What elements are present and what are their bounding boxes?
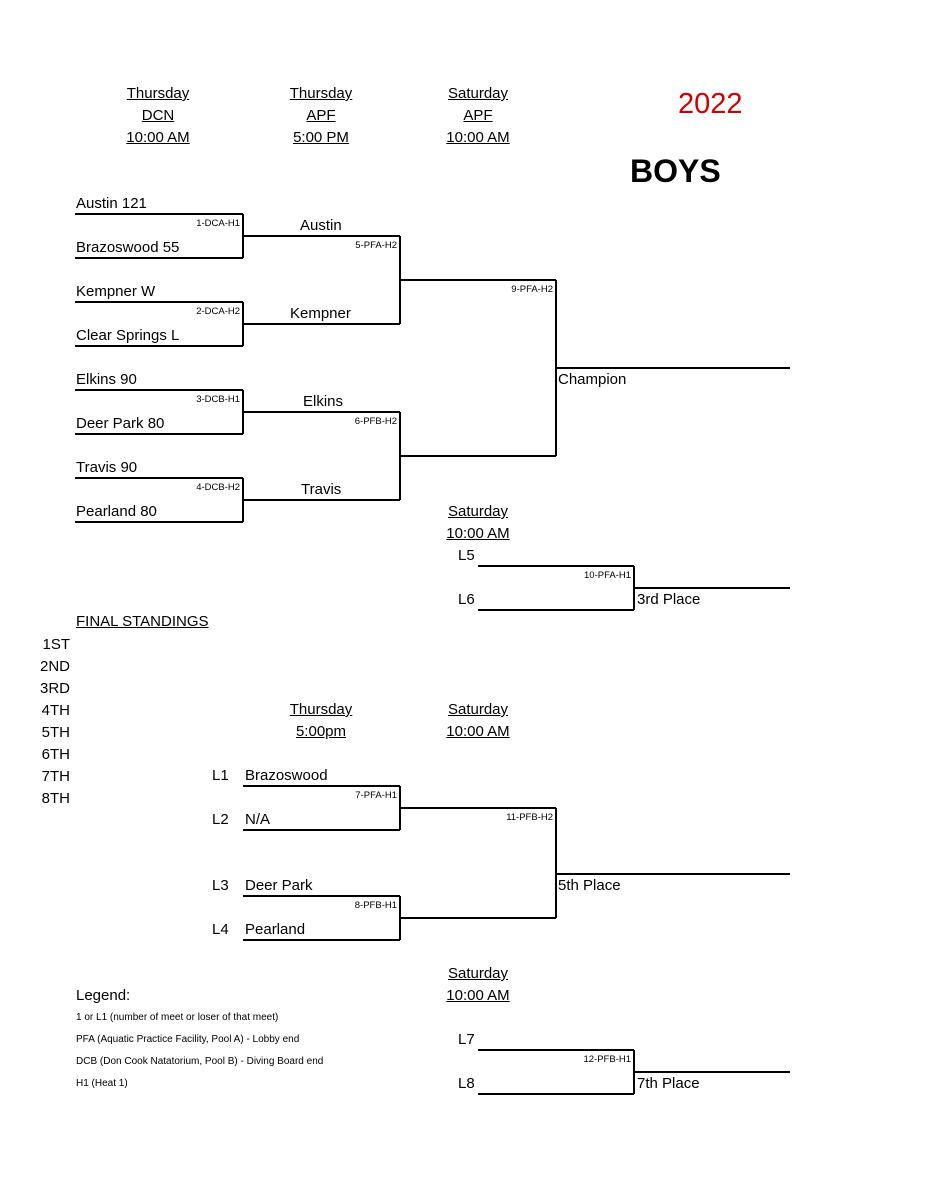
seventh-place-top-seed: L7	[458, 1031, 475, 1048]
legend-item: 1 or L1 (number of meet or loser of that…	[76, 1012, 279, 1023]
consolation-col2-time: 10:00 AM	[446, 723, 510, 740]
r1-m2-bottom-team: Clear Springs L	[76, 327, 180, 344]
standing-place-7: 7TH	[41, 768, 70, 785]
third-place-bottom-seed: L6	[458, 591, 475, 608]
legend-title: Legend:	[76, 987, 131, 1004]
champion-label: Champion	[558, 371, 627, 388]
standing-place-8: 8TH	[41, 790, 70, 807]
r2-m6-top-team: Elkins	[303, 393, 344, 410]
consolation-col1-day: Thursday	[289, 701, 353, 718]
r1-m2-top-team: Kempner W	[76, 283, 156, 300]
cons-m7-bottom-team: N/A	[245, 811, 271, 828]
r2-m5-bottom-team: Kempner	[290, 305, 351, 322]
division-title: BOYS	[630, 153, 721, 189]
header-col1-time: 10:00 AM	[126, 129, 190, 146]
r1-m3-bottom-team: Deer Park 80	[76, 415, 165, 432]
cons-m8-top-seed: L3	[212, 877, 229, 894]
seventh-place-time: 10:00 AM	[446, 987, 510, 1004]
cons-m8-bottom-seed: L4	[212, 921, 229, 938]
fifth-place-code: 11-PFB-H2	[506, 812, 553, 823]
legend-item: DCB (Don Cook Natatorium, Pool B) - Divi…	[76, 1056, 324, 1067]
legend-item: PFA (Aquatic Practice Facility, Pool A) …	[76, 1034, 300, 1045]
consolation-col1-time: 5:00pm	[295, 723, 347, 740]
header-col2-venue: APF	[306, 107, 336, 124]
cons-m8-top-team: Deer Park	[245, 877, 313, 894]
third-place-top-seed: L5	[458, 547, 475, 564]
cons-m7-top-team: Brazoswood	[245, 767, 328, 784]
fifth-place-label: 5th Place	[558, 877, 621, 894]
r2-m6-code: 6-PFB-H2	[354, 416, 397, 427]
r2-m5-code: 5-PFA-H2	[355, 240, 397, 251]
cons-m7-code: 7-PFA-H1	[355, 790, 397, 801]
r1-m1-code: 1-DCA-H1	[196, 218, 240, 229]
header-col1-venue: DCN	[141, 107, 175, 124]
header-col1-day: Thursday	[126, 85, 190, 102]
cons-m7-bottom-seed: L2	[212, 811, 229, 828]
seventh-place-code: 12-PFB-H1	[583, 1054, 631, 1065]
legend-item: H1 (Heat 1)	[76, 1078, 128, 1089]
r2-m5-top-team: Austin	[300, 217, 342, 234]
header-col2-day: Thursday	[289, 85, 353, 102]
third-place-label: 3rd Place	[637, 591, 701, 608]
standing-place-2: 2ND	[39, 658, 70, 675]
cons-m8-code: 8-PFB-H1	[354, 900, 397, 911]
r1-m4-code: 4-DCB-H2	[196, 482, 240, 493]
final-code: 9-PFA-H2	[511, 284, 553, 295]
seventh-place-label: 7th Place	[637, 1075, 700, 1092]
r1-m3-code: 3-DCB-H1	[196, 394, 240, 405]
header-col3-venue: APF	[463, 107, 493, 124]
cons-m7-top-seed: L1	[212, 767, 229, 784]
header-col3-day: Saturday	[447, 85, 509, 102]
r1-m1-bottom-team: Brazoswood 55	[76, 239, 180, 256]
standing-place-3: 3RD	[39, 680, 70, 697]
year-title: 2022	[678, 88, 743, 120]
seventh-place-bottom-seed: L8	[458, 1075, 475, 1092]
third-place-day: Saturday	[447, 503, 509, 520]
standing-place-4: 4TH	[41, 702, 70, 719]
third-place-time: 10:00 AM	[446, 525, 510, 542]
consolation-col2-day: Saturday	[447, 701, 509, 718]
r2-m6-bottom-team: Travis	[301, 481, 342, 498]
header-col3-time: 10:00 AM	[446, 129, 510, 146]
r1-m4-top-team: Travis 90	[76, 459, 138, 476]
r1-m3-top-team: Elkins 90	[76, 371, 137, 388]
r1-m2-code: 2-DCA-H2	[196, 306, 240, 317]
header-col2-time: 5:00 PM	[293, 129, 349, 146]
third-place-code: 10-PFA-H1	[584, 570, 631, 581]
cons-m8-bottom-team: Pearland	[245, 921, 306, 938]
standings-title: FINAL STANDINGS	[76, 613, 209, 630]
standing-place-6: 6TH	[41, 746, 70, 763]
r1-m4-bottom-team: Pearland 80	[76, 503, 157, 520]
seventh-place-day: Saturday	[447, 965, 509, 982]
r1-m1-top-team: Austin 121	[76, 195, 147, 212]
standing-place-1: 1ST	[42, 636, 70, 653]
standing-place-5: 5TH	[41, 724, 70, 741]
